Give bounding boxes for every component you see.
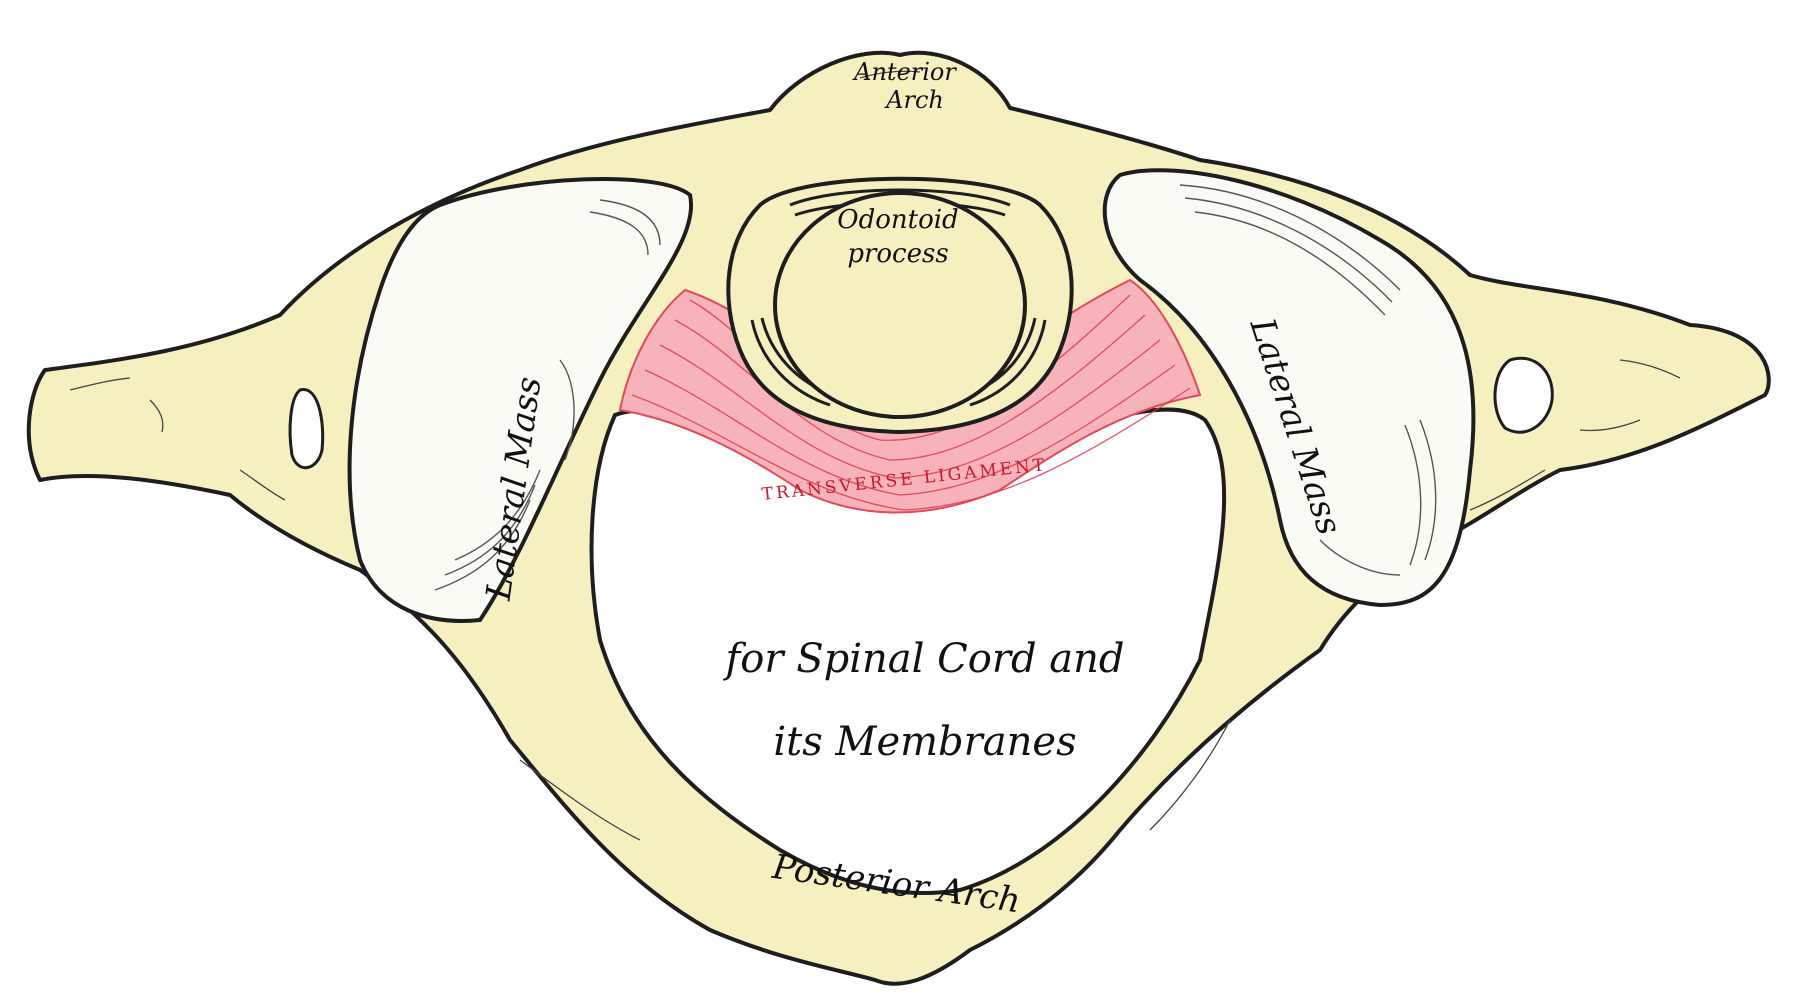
odontoid-process bbox=[773, 191, 1027, 419]
right-transverse-foramen bbox=[1493, 356, 1554, 434]
left-superior-articular-facet bbox=[347, 177, 694, 623]
odontoid-label-line1: Odontoid bbox=[837, 205, 958, 235]
right-superior-articular-facet bbox=[1102, 168, 1476, 608]
anterior-arch-label-line2: Arch bbox=[884, 86, 944, 114]
odontoid-label-line2: process bbox=[847, 239, 948, 269]
left-transverse-foramen bbox=[288, 388, 325, 469]
spinal-canal-label-line2: its Membranes bbox=[773, 719, 1076, 765]
anterior-arch-label-line1: Anterior bbox=[852, 58, 957, 86]
bone-texture-marks bbox=[69, 70, 1681, 841]
left-facet-shading bbox=[434, 199, 661, 591]
spinal-canal-label-line1: for Spinal Cord and bbox=[723, 636, 1125, 682]
right-facet-shading bbox=[1179, 184, 1437, 576]
